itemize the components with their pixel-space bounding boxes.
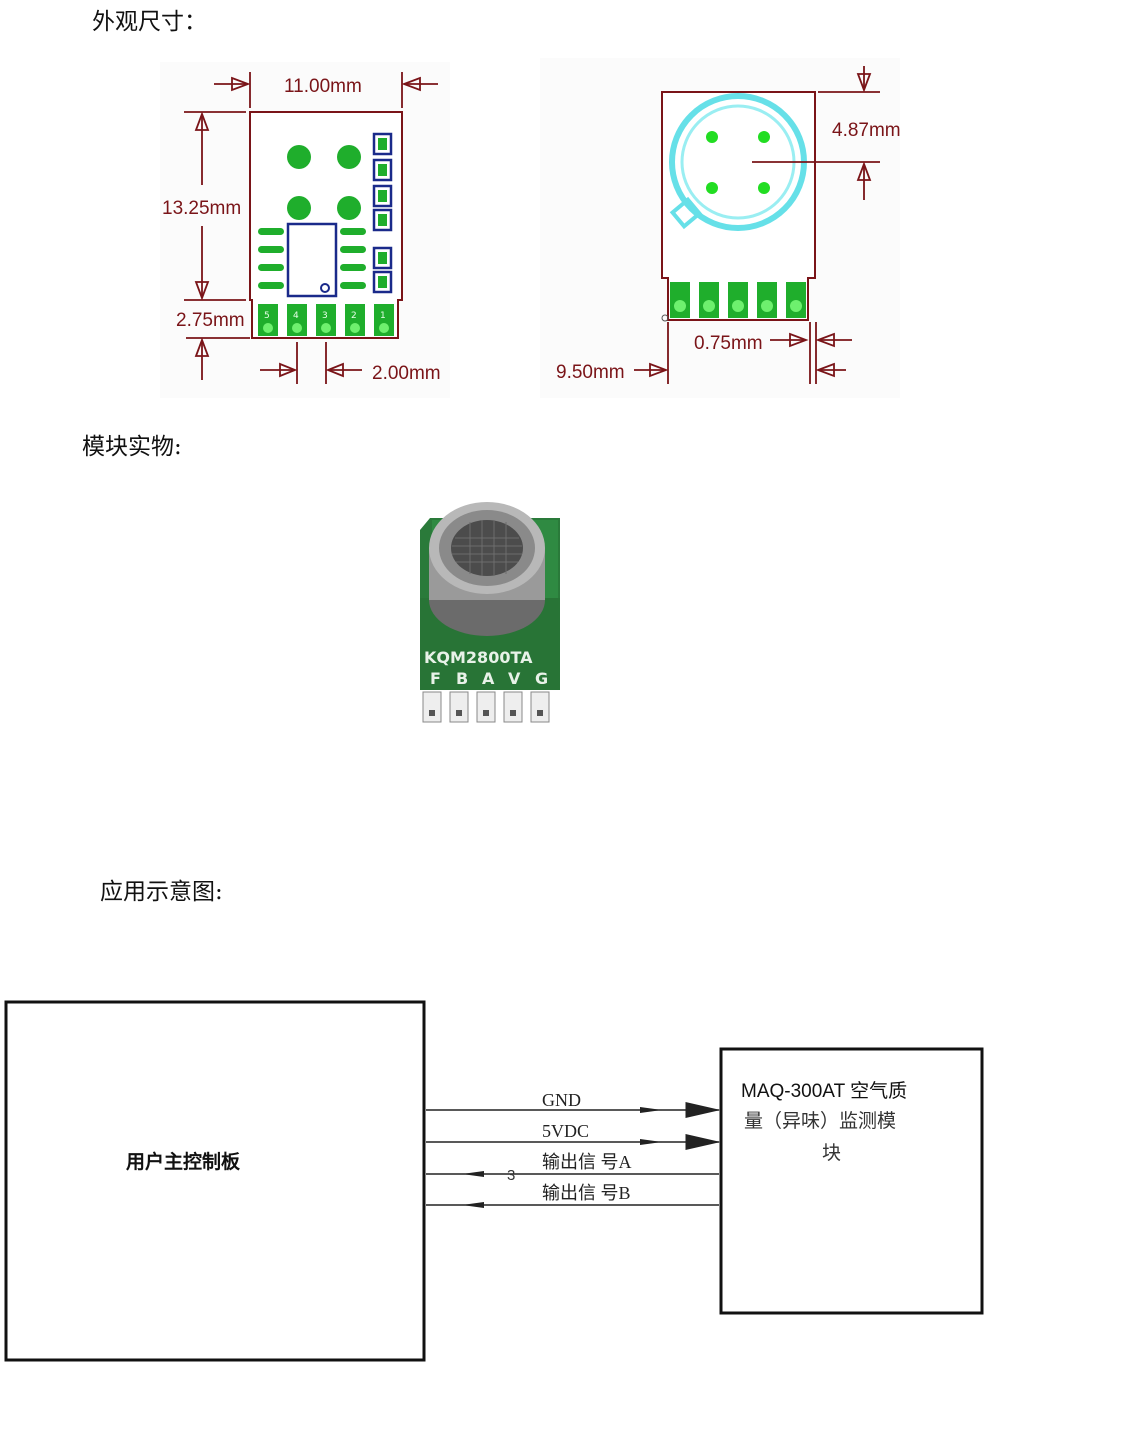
pad-circle [337,196,361,220]
dim-height-label: 13.25mm [162,198,241,219]
pin-number: 4 [293,311,299,321]
controller-label: 用户主控制板 [126,1150,241,1173]
ic-outline [286,222,338,298]
dim-pin-area-label: 2.75mm [176,310,245,331]
pin-number: 5 [264,311,270,321]
dim-pad-width-label: 0.75mm [694,333,763,354]
stray-number: 3 [507,1167,515,1184]
application-schematic: 用户主控制板 MAQ-300AT 空气质 量（异味）监测模 块 GND 5VDC… [4,1000,984,1362]
module-model-print: KQM2800TA [424,648,533,667]
module-box [719,1047,984,1315]
dim-total-width-label: 9.50mm [556,362,625,383]
pin-number: 1 [380,311,386,321]
dim-sensor-offset-label: 4.87mm [832,120,901,141]
module-pin-label: V [508,669,521,688]
side-pin-pads [670,282,806,318]
dimension-lines [184,72,438,384]
smd-pads-left [258,228,284,289]
pad-circle [287,145,311,169]
controller-box [4,1000,426,1362]
module-label-line3: 块 [822,1142,841,1164]
smd-pads-right [340,228,366,289]
pin-number: 3 [322,311,328,321]
heading-application: 应用示意图: [100,879,223,905]
pin-number: 2 [351,311,357,321]
signal-label-output-b: 输出信 号B [542,1183,631,1203]
module-pins [422,691,550,723]
module-pin-label: G [535,669,548,688]
module-label-line2: 量（异味）监测模 [744,1110,896,1132]
side-board-outline [661,91,816,321]
dim-width-label: 11.00mm [284,76,362,97]
pad-circle [287,196,311,220]
signal-label-output-a: 输出信 号A [542,1152,632,1172]
front-dimension-drawing: 5 4 3 2 1 11.00mm [160,62,450,398]
side-dimension-drawing: 4.87mm 0.75mm 9.50mm [540,58,901,398]
signal-label-5vdc: 5VDC [542,1121,589,1141]
heading-dimensions: 外观尺寸： [92,9,207,35]
module-photo: KQM2800TA F B A V G [420,502,560,723]
module-label-line1: MAQ-300AT 空气质 [741,1080,907,1102]
component-outlines [372,132,393,294]
heading-photo: 模块实物: [82,434,182,460]
signal-label-gnd: GND [542,1090,581,1110]
module-pin-label: F [430,669,441,688]
pad-circle [337,145,361,169]
module-pin-label: A [482,669,495,688]
module-pin-label: B [456,669,468,688]
pin-pads [258,304,394,336]
dim-pitch-label: 2.00mm [372,363,441,384]
